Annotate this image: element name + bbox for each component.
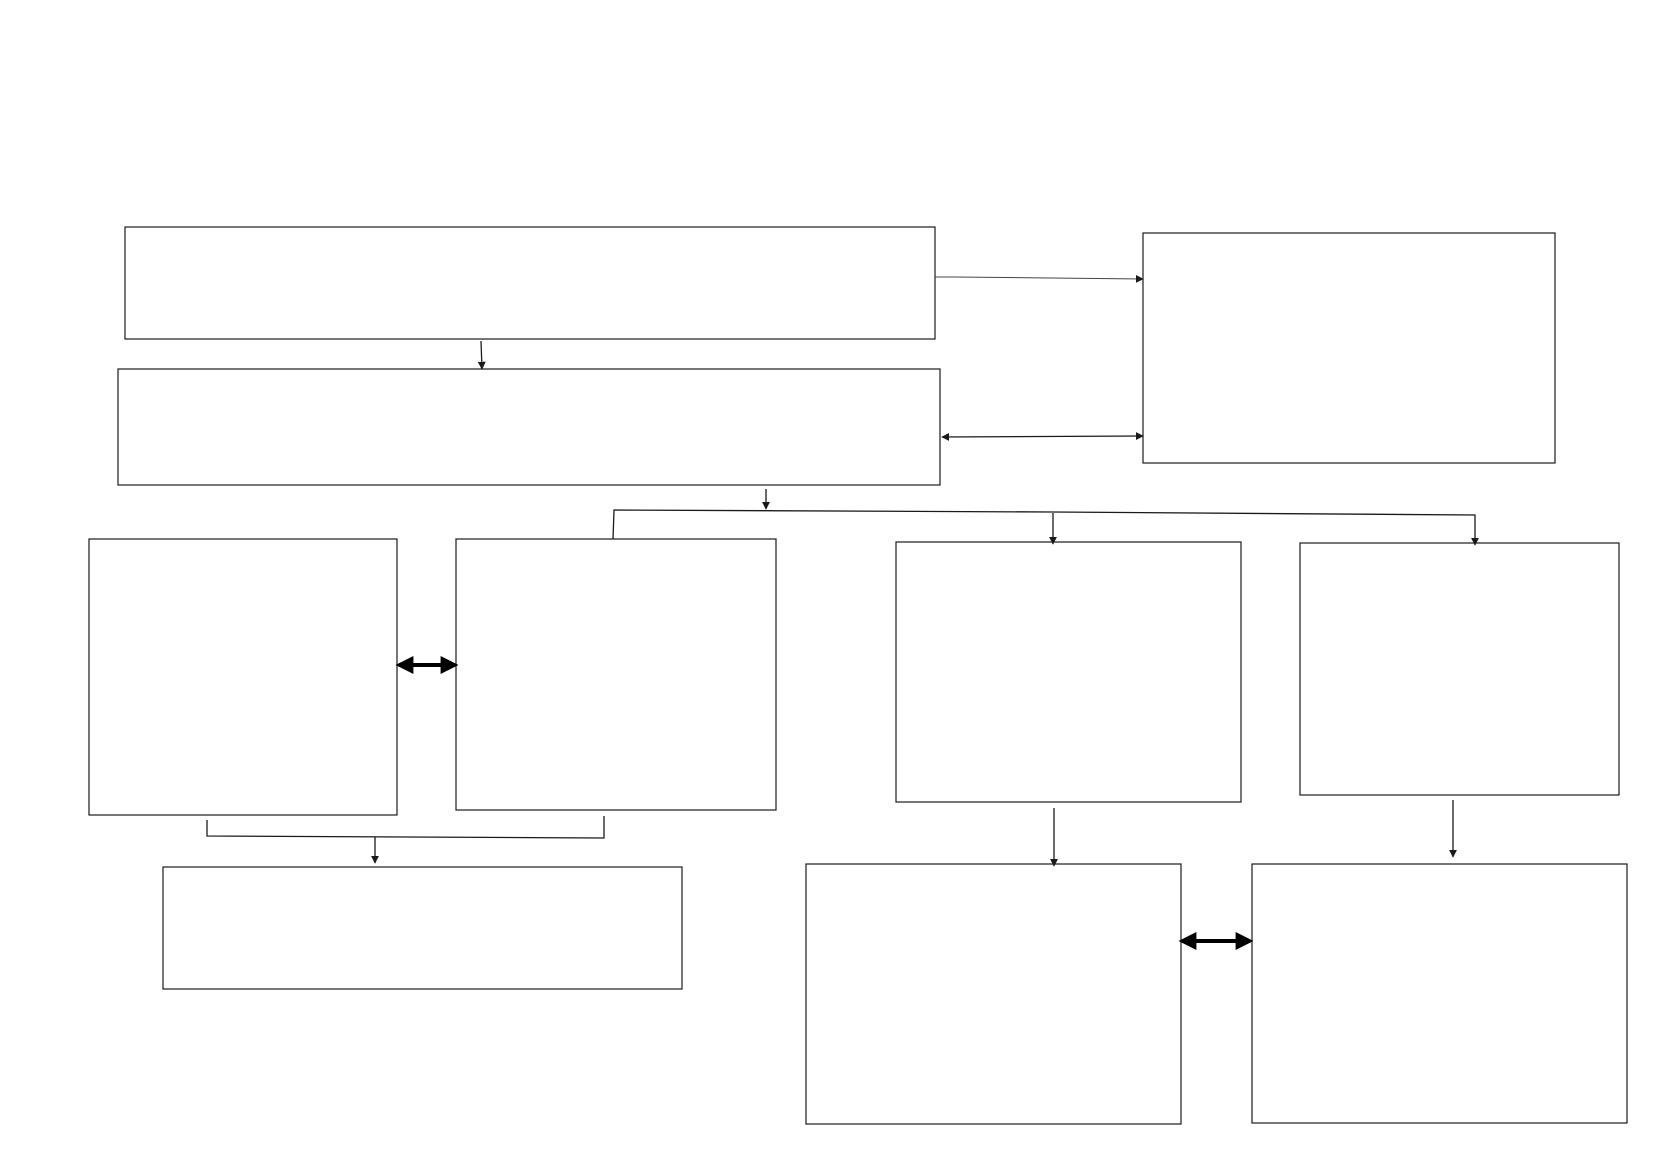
top-main-box xyxy=(124,226,936,340)
bottom-middle-box xyxy=(805,863,1182,1125)
double-arrow-second-to-right xyxy=(941,432,1144,441)
bottom-left-box xyxy=(162,866,683,990)
merge-connector xyxy=(206,816,605,864)
merge-bracket xyxy=(206,816,605,839)
mid-box-1 xyxy=(88,538,398,816)
arrow-top-to-right xyxy=(935,274,1144,283)
arrow-top-to-second xyxy=(477,340,486,370)
bottom-right-box xyxy=(1251,863,1628,1124)
branch-connector xyxy=(612,489,1479,546)
top-right-box xyxy=(1142,232,1556,464)
mid-box-3 xyxy=(895,541,1242,803)
branch-bus xyxy=(612,509,1479,546)
mid-box-2 xyxy=(455,538,777,811)
second-main-box xyxy=(117,368,941,486)
mid-box-4 xyxy=(1299,542,1620,796)
